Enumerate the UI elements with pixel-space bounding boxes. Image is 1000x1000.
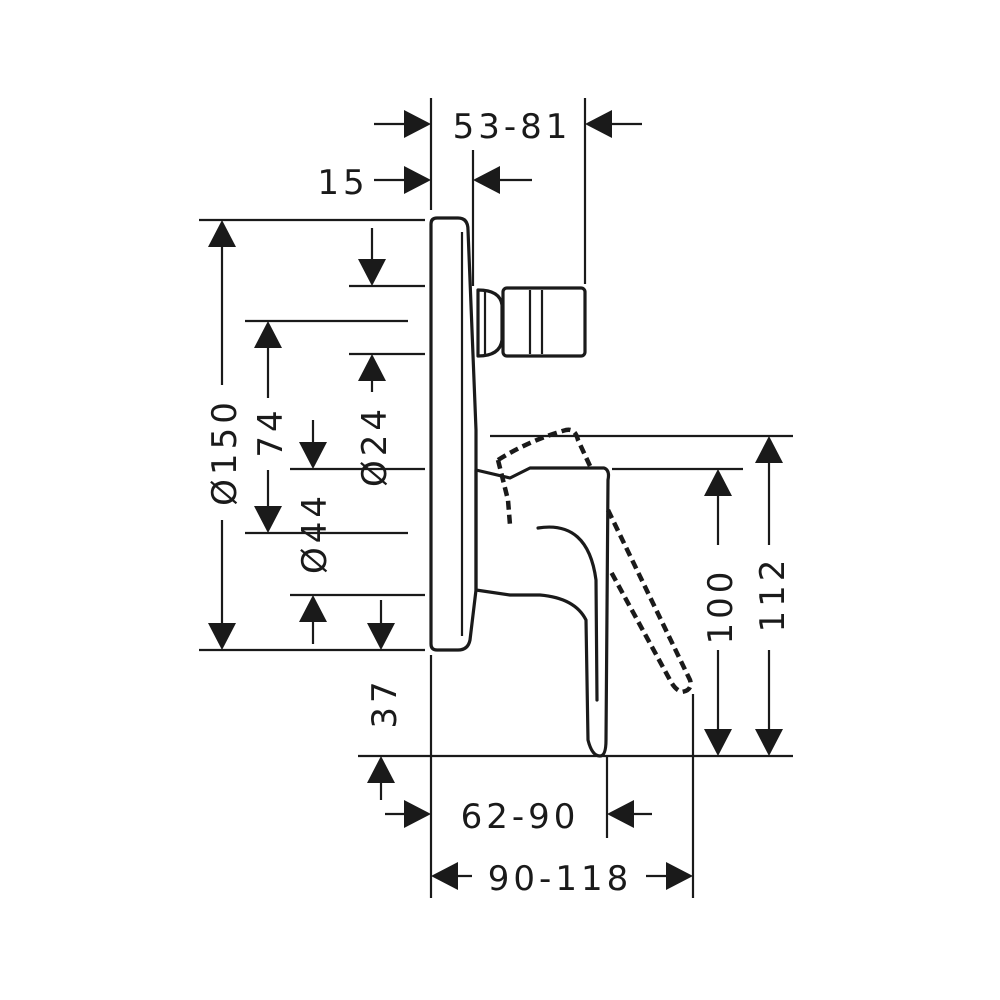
extension-lines xyxy=(199,98,793,898)
dim-24-label: Ø24 xyxy=(355,405,395,487)
dim-62-90: 62-90 xyxy=(385,797,652,837)
dim-37: 37 xyxy=(365,600,405,800)
dim-24: Ø24 xyxy=(355,228,395,487)
dim-150-label: Ø150 xyxy=(205,398,245,506)
dim-44-label: Ø44 xyxy=(295,492,335,574)
lever-handle xyxy=(474,466,611,758)
dim-37-label: 37 xyxy=(365,677,405,728)
diverter-outlet xyxy=(476,286,587,358)
dim-112-label: 112 xyxy=(753,556,793,633)
dim-90-118: 90-118 xyxy=(431,859,693,899)
dim-90-118-label: 90-118 xyxy=(488,859,632,899)
dim-53-81-label: 53-81 xyxy=(453,107,572,147)
dim-15: 15 xyxy=(317,163,532,203)
dim-100-label: 100 xyxy=(701,568,741,645)
dim-100: 100 xyxy=(701,469,741,756)
dim-44: Ø44 xyxy=(295,420,335,644)
dim-150: Ø150 xyxy=(205,220,245,650)
dim-112: 112 xyxy=(753,436,793,756)
dim-53-81: 53-81 xyxy=(374,107,642,147)
wall-plate xyxy=(429,216,478,652)
dim-74-label: 74 xyxy=(251,406,291,457)
dim-74: 74 xyxy=(251,321,291,533)
dim-62-90-label: 62-90 xyxy=(461,797,580,837)
dim-15-label: 15 xyxy=(317,163,368,203)
